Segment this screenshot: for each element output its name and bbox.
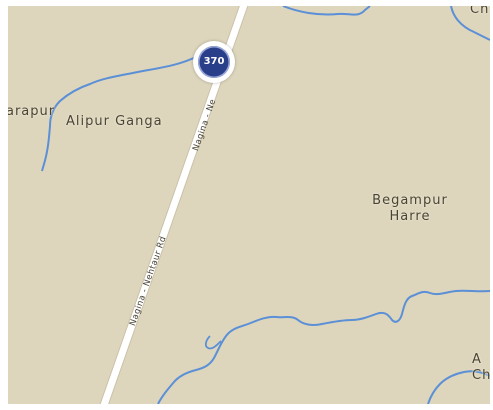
place-label-top-right[interactable]: Ch (470, 6, 490, 17)
place-label-begampur-harre[interactable]: Begampur Harre (360, 193, 460, 225)
place-label-bottom-right-line2: Ch (472, 368, 490, 383)
place-label-arapur[interactable]: arapur (8, 104, 56, 119)
place-label-alipur-ganga[interactable]: Alipur Ganga (66, 114, 163, 129)
map-canvas[interactable]: Nagina - Ne Nagina - Nehtaur Rd 370 arap… (8, 6, 490, 404)
place-label-bottom-right[interactable]: A Ch (472, 352, 490, 384)
stream-west (41, 55, 199, 172)
stream-top (282, 6, 371, 16)
river-south (157, 289, 490, 404)
place-label-begampur-line1: Begampur (372, 193, 448, 208)
place-label-bottom-right-line1: A (472, 352, 482, 367)
stream-top-right (450, 6, 490, 41)
river-southeast (427, 370, 490, 404)
route-shield-number: 370 (198, 46, 230, 78)
river-south-branch (204, 335, 222, 350)
route-shield[interactable]: 370 (193, 41, 235, 83)
place-label-begampur-line2: Harre (389, 209, 431, 224)
